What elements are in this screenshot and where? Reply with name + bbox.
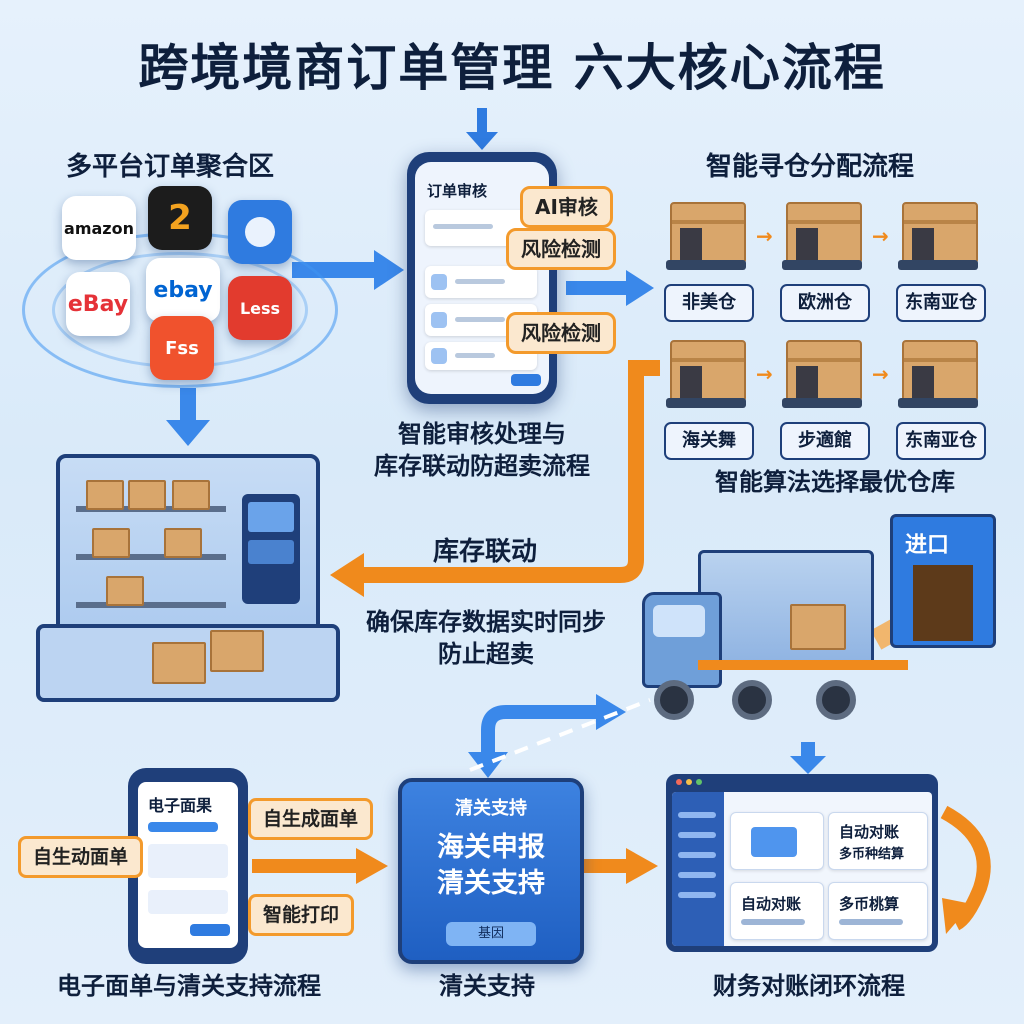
customs-line: 海关申报 [437,832,545,863]
warehouse-icon [778,334,866,414]
customs-header: 清关支持 [455,798,527,819]
document-icon [431,312,447,328]
platform-tile-ebay-1[interactable]: eBay [66,272,130,336]
logistics-truck [636,520,926,740]
waybill-receipt: 电子面果 [138,782,238,948]
finance-card-chart[interactable] [730,812,824,870]
card-title: 多币种结算 [839,847,905,862]
warehouse-icon [778,196,866,276]
document-icon [431,348,447,364]
badge-risk-check-2: 风险检测 [506,312,616,354]
phone-action-button[interactable] [511,374,541,386]
review-phone-title: 订单审核 [427,182,488,200]
badge-risk-check-1: 风险检测 [506,228,616,270]
card-title: 自动对账 [839,823,900,841]
finance-dashboard: 自动对账 多币种结算 自动对账 多币桃算 [666,774,938,952]
page-title: 跨境境商订单管理 六大核心流程 [138,39,886,97]
caption-line: 防止超卖 [438,640,534,668]
caption-line: 智能审核处理与 [398,420,566,448]
platform-tile-fss[interactable]: Fss [150,316,214,380]
platform-tile-less[interactable]: Less [228,276,292,340]
finance-card-2[interactable]: 自动对账 [730,882,824,940]
box-icon [152,642,206,684]
card-title: 自动对账 [741,895,802,913]
arrow-right-icon: → [872,224,889,248]
box-icon [128,480,166,510]
box-icon [164,528,202,558]
monitor-icon [242,494,300,604]
finance-card-1[interactable]: 自动对账 多币种结算 [828,812,928,870]
customs-panel: 清关支持 海关申报 清关支持 基因 [398,778,584,964]
allocation-label: 智能寻仓分配流程 [706,152,915,182]
finance-card-3[interactable]: 多币桃算 [828,882,928,940]
arrow-right-icon: → [756,224,773,248]
finance-caption: 财务对账闭环流程 [713,972,905,1000]
review-caption: 智能审核处理与 库存联动防超卖流程 [352,418,612,482]
arrow-right-icon: → [756,362,773,386]
warehouse-label[interactable]: 步適館 [780,422,870,460]
pill-smart-print: 智能打印 [248,894,355,936]
box-icon [106,576,144,606]
dashboard-sidebar [672,792,724,946]
waybill-title: 电子面果 [148,796,213,815]
platform-name: Fss [165,337,199,359]
customs-caption: 清关支持 [439,972,535,1000]
waybill-phone: 电子面果 [128,768,248,964]
wheel-icon [816,680,856,720]
import-gate: 进口 [890,514,996,648]
platform-tile-ebay-2[interactable]: ebay [146,258,220,322]
cube-icon [751,827,797,857]
platform-name: ebay [153,277,213,303]
user-icon [245,217,275,247]
allocation-caption: 智能算法选择最优仓库 [715,468,955,496]
badge-ai-review: AI审核 [520,186,613,228]
box-icon [172,480,210,510]
platform-name: Less [239,298,281,318]
warehouse-label[interactable]: 东南亚仓 [896,284,986,322]
warehouse-icon [662,334,750,414]
platform-tile-2[interactable]: 2 [148,186,212,250]
wheel-icon [654,680,694,720]
dashboard-screen: 自动对账 多币种结算 自动对账 多币桃算 [672,792,932,946]
warehouse-label[interactable]: 海关舞 [664,422,754,460]
platform-tile-user[interactable] [228,200,292,264]
inventory-caption: 确保库存数据实时同步 防止超卖 [346,606,626,670]
pill-generate-waybill: 自生成面单 [248,798,374,840]
customs-button[interactable]: 基因 [446,922,536,946]
inventory-warehouse-room [36,454,340,702]
aggregation-label: 多平台订单聚合区 [66,152,275,182]
pill-auto-waybill: 自生动面单 [18,836,144,878]
warehouse-label[interactable]: 欧洲仓 [780,284,870,322]
gate-label: 进口 [905,533,950,558]
caption-line: 确保库存数据实时同步 [366,608,606,636]
caption-line: 库存联动防超卖流程 [374,452,590,480]
box-icon [92,528,130,558]
warehouse-label[interactable]: 东南亚仓 [896,422,986,460]
wheel-icon [732,680,772,720]
box-icon [86,480,124,510]
card-title: 多币桃算 [839,895,900,913]
customs-line: 清关支持 [437,868,545,899]
platform-name: amazon [64,218,134,238]
warehouse-icon [894,334,982,414]
waybill-caption: 电子面单与清关支持流程 [57,972,321,1000]
platform-name: eBay [67,291,129,317]
warehouse-icon [894,196,982,276]
box-icon [790,604,846,650]
platform-name: 2 [168,198,192,238]
inventory-label: 库存联动 [432,537,537,567]
box-icon [210,630,264,672]
customs-main: 海关申报 清关支持 [402,830,580,902]
document-icon [431,274,447,290]
warehouse-icon [662,196,750,276]
print-button[interactable] [190,924,230,936]
list-item[interactable] [425,266,537,298]
warehouse-label[interactable]: 非美仓 [664,284,754,322]
arrow-right-icon: → [872,362,889,386]
platform-tile-amazon[interactable]: amazon [62,196,136,260]
